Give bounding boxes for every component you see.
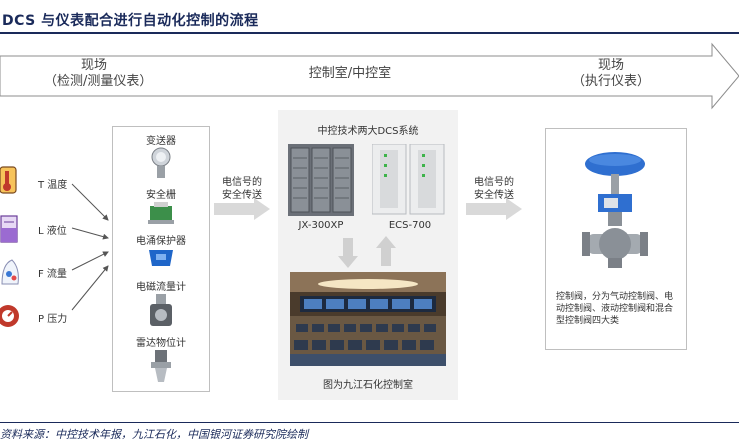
valve-description: 控制阀，分为气动控制阀、电动控制阀、液动控制阀和混合型控制阀四大类	[556, 292, 674, 326]
source-note: 资料来源：中控技术年报，九江石化，中国银河证券研究院绘制	[0, 428, 308, 441]
system1-label: JX-300XP	[298, 220, 344, 231]
system2-label: ECS-700	[388, 220, 432, 231]
title-divider	[0, 32, 739, 34]
dcs-systems-header: 中控技术两大DCS系统	[317, 126, 419, 137]
up-arrow	[376, 236, 396, 266]
flowmeter-image	[150, 294, 172, 326]
radar-level-image	[151, 350, 171, 382]
photo-caption: 图为九江石化控制室	[323, 380, 413, 391]
signal-right-line1: 电信号的	[474, 177, 514, 188]
instrument-label-radar-level: 雷达物位计	[136, 338, 186, 349]
down-arrow	[338, 238, 358, 268]
instrument-label-surge-protector: 电涌保护器	[136, 236, 186, 247]
signal-left-line1: 电信号的	[222, 177, 262, 188]
banner-left-line1: 现场	[80, 58, 107, 73]
safety-barrier-image	[148, 202, 174, 224]
banner-right-line2: （执行仪表）	[571, 74, 650, 89]
jx-300xp-cabinet-image	[288, 144, 354, 216]
signal-left-line2: 安全传送	[222, 190, 262, 201]
signal-right-text: 电信号的 安全传送	[466, 176, 522, 202]
signal-left-text: 电信号的 安全传送	[214, 176, 270, 202]
signal-right-line2: 安全传送	[474, 190, 514, 201]
banner-left-line2: （检测/测量仪表）	[44, 74, 153, 89]
sensor-converging-arrows	[71, 183, 109, 311]
banner-field-left: 现场 （检测/测量仪表）	[44, 58, 153, 90]
instrument-label-flowmeter: 电磁流量计	[136, 282, 186, 293]
control-room-photo	[290, 272, 446, 366]
instrument-label-transmitter: 变送器	[146, 136, 176, 147]
sensor-label-pressure: P 压力	[38, 314, 68, 325]
flow-icon	[1, 259, 19, 285]
pressure-gauge-icon	[0, 305, 19, 327]
control-valve-image	[582, 152, 648, 268]
banner-field-right: 现场 （执行仪表）	[566, 58, 656, 90]
surge-protector-image	[149, 250, 173, 266]
source-divider	[0, 422, 739, 423]
banner-right-line1: 现场	[597, 58, 624, 73]
flow-banner-arrow	[0, 42, 739, 110]
level-tank-icon	[0, 215, 18, 243]
ecs-700-cabinet-image	[372, 144, 445, 215]
transmitter-image	[151, 147, 171, 178]
instrument-label-safety-barrier: 安全栅	[146, 190, 176, 201]
signal-right-arrow	[466, 198, 522, 220]
banner-control-room: 控制室/中控室	[308, 66, 392, 81]
signal-left-arrow	[214, 198, 270, 220]
sensor-label-flow: F 流量	[38, 269, 67, 280]
page-title: DCS 与仪表配合进行自动化控制的流程	[2, 13, 259, 29]
sensor-label-temperature: T 温度	[38, 180, 68, 191]
sensor-label-level: L 液位	[38, 226, 67, 237]
thermometer-icon	[0, 166, 17, 194]
